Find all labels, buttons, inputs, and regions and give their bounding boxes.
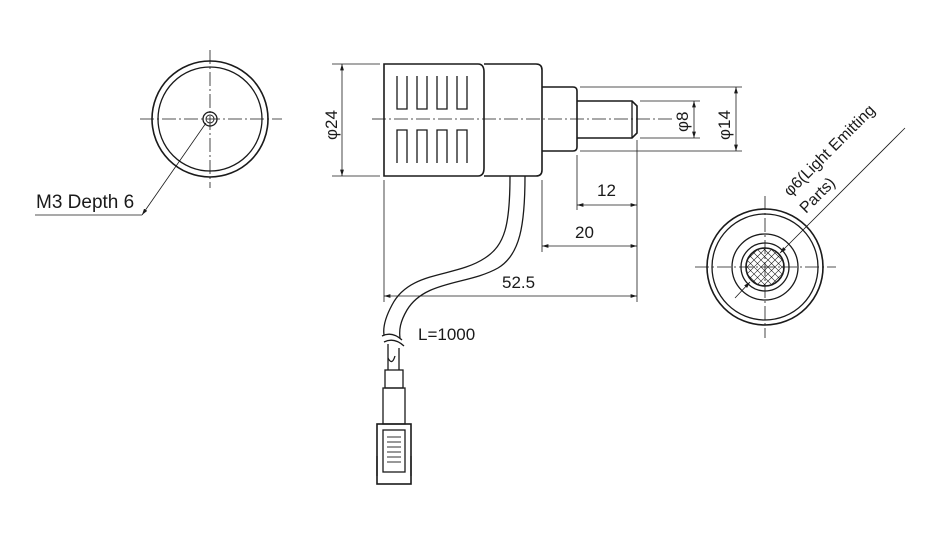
light-leader bbox=[734, 127, 906, 299]
rear-view bbox=[140, 50, 282, 188]
dim-body-diameter-label: φ24 bbox=[322, 110, 341, 140]
dim-len-20-label: 20 bbox=[575, 223, 594, 242]
dim-lengths bbox=[383, 140, 638, 302]
dim-len-total-label: 52.5 bbox=[502, 273, 535, 292]
dim-neck-diameter bbox=[580, 86, 742, 152]
dim-tip-diameter-label: φ8 bbox=[673, 112, 692, 132]
tap-label: M3 Depth 6 bbox=[36, 192, 134, 213]
connector bbox=[376, 369, 412, 485]
tap-leader bbox=[35, 122, 207, 216]
dim-body-diameter bbox=[332, 63, 380, 177]
cable-length-label: L=1000 bbox=[418, 325, 475, 344]
dim-neck-diameter-label: φ14 bbox=[715, 110, 734, 140]
dim-tip-diameter bbox=[640, 100, 700, 139]
side-view-body bbox=[372, 63, 675, 177]
cable bbox=[381, 175, 526, 370]
front-view bbox=[695, 196, 836, 338]
dim-len-12-label: 12 bbox=[597, 181, 616, 200]
